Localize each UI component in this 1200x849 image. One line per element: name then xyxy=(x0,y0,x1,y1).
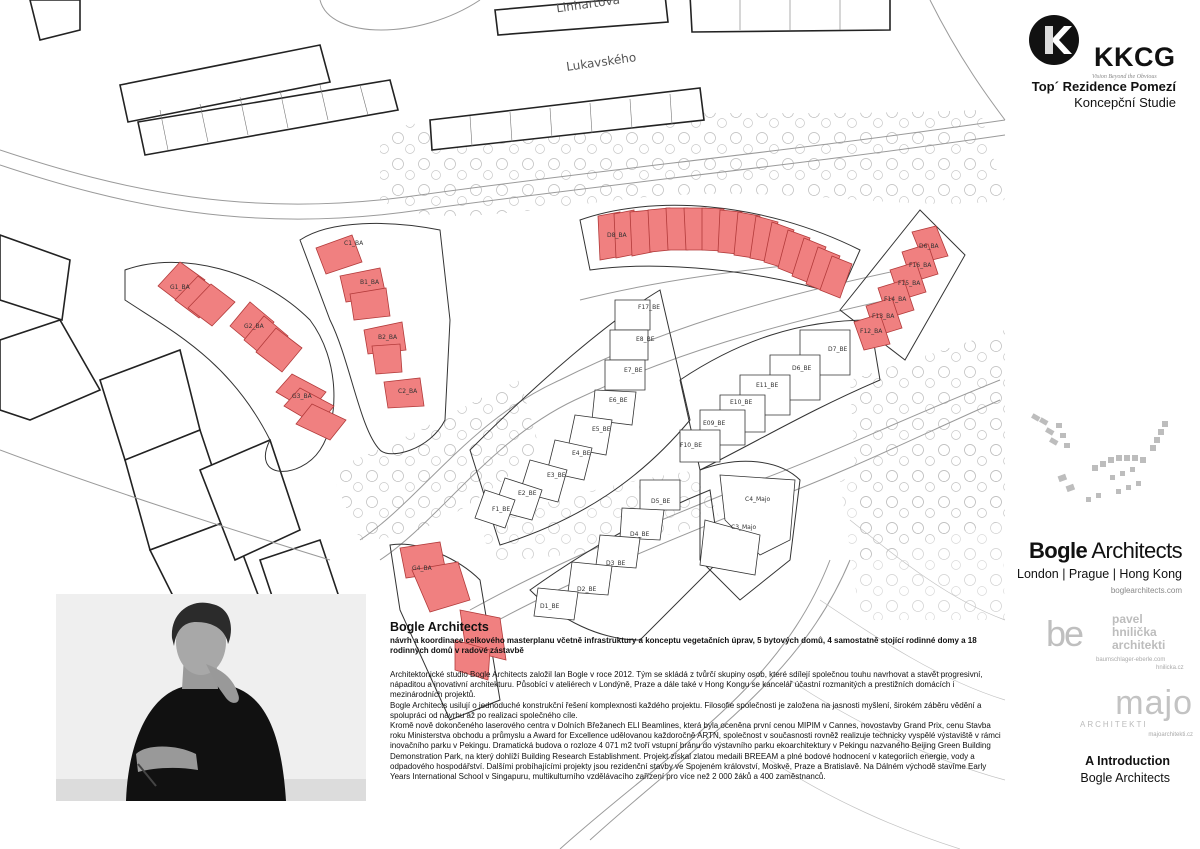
unit-label: E5_BE xyxy=(592,426,611,433)
proposed-units-white xyxy=(474,299,851,621)
scope-lead: návrh a koordinace celkového masterplanu… xyxy=(390,636,977,655)
unit-label: C3_Majo xyxy=(731,524,757,531)
kkcg-wordmark: KKCG xyxy=(1094,42,1176,72)
paragraph: Architektonické studio Bogle Architects … xyxy=(390,670,983,700)
unit-label: D8_BA xyxy=(607,232,627,239)
unit-label: E2_BE xyxy=(518,490,537,497)
unit-label: D6_BA xyxy=(919,243,939,250)
majo-website: majoarchitekti.cz xyxy=(1148,732,1193,738)
bogle-wordmark-rest: Architects xyxy=(1087,538,1182,563)
unit-label: C2_BA xyxy=(398,388,418,395)
unit-label: F17_BE xyxy=(638,304,660,311)
unit-label: E10_BE xyxy=(730,399,753,406)
majo-subtitle: ARCHITEKTI xyxy=(1080,720,1148,729)
unit-label: G4_BA xyxy=(412,565,432,572)
unit-label: D2_BE xyxy=(577,586,597,593)
section-heading: Bogle Architects xyxy=(390,620,489,634)
portrait-illustration xyxy=(56,594,366,801)
section-subtitle: Bogle Architects xyxy=(1080,771,1170,785)
unit-label: E11_BE xyxy=(756,382,779,389)
kkcg-logo: KKCG Vision Beyond the Obvious xyxy=(1028,14,1188,80)
unit-label: E8_BE xyxy=(636,336,655,343)
pavel-line: architekti xyxy=(1112,638,1166,652)
pavel-line: hnilička xyxy=(1112,625,1157,639)
pavel-hnilicka-wordmark: pavel hnilička architekti xyxy=(1112,613,1165,652)
project-title: Top´ Rezidence Pomezí xyxy=(1031,79,1176,94)
unit-label: D7_BE xyxy=(828,346,848,353)
unit-label: G1_BA xyxy=(170,284,190,291)
unit-label: C1_BA xyxy=(344,240,364,247)
unit-label: F15_BA xyxy=(898,280,921,287)
vegetation xyxy=(330,110,1005,620)
kkcg-emblem-icon xyxy=(1029,15,1079,65)
unit-label: F10_BE xyxy=(680,442,702,449)
paragraph: Kromě nově dokončeného laserového centra… xyxy=(390,721,1001,782)
paragraph: Bogle Architects usilují o jednoduché ko… xyxy=(390,700,982,720)
project-subtitle: Koncepční Studie xyxy=(1074,95,1176,110)
majo-logo: majo ARCHITEKTI majoarchitekti.cz xyxy=(1080,684,1195,744)
majo-wordmark: majo xyxy=(1115,684,1193,722)
unit-label: B2_BA xyxy=(378,334,398,341)
be-mark: be xyxy=(1046,613,1084,654)
unit-label: D5_BE xyxy=(651,498,671,505)
unit-label: F16_BA xyxy=(909,262,932,269)
unit-labels: G1_BA G2_BA G3_BA G4_BA C1_BA B1_BA B2_B… xyxy=(170,232,939,610)
unit-label: B1_BA xyxy=(360,279,380,286)
body-text: Architektonické studio Bogle Architects … xyxy=(390,670,1008,782)
bogle-wordmark: Bogle Architects xyxy=(1017,538,1183,564)
bogle-wordmark-bold: Bogle xyxy=(1028,538,1088,563)
kkcg-tagline: Vision Beyond the Obvious xyxy=(1092,74,1157,80)
unit-label: G2_BA xyxy=(244,323,264,330)
bogle-cities: London | Prague | Hong Kong xyxy=(1017,567,1182,581)
bogle-website: boglearchitects.com xyxy=(1110,586,1182,595)
pavel-line: pavel xyxy=(1112,612,1143,626)
introduction-text: Bogle Architects návrh a koordinace celk… xyxy=(390,620,1008,782)
proposed-units-highlighted xyxy=(157,207,949,681)
site-plan: Lukavského Linhartova G1_BA G2_BA G3_BA … xyxy=(0,0,1006,849)
title-sidebar: KKCG Vision Beyond the Obvious Top´ Rezi… xyxy=(1010,0,1200,849)
section-title: A Introduction xyxy=(1085,754,1170,768)
unit-label: E7_BE xyxy=(624,367,643,374)
unit-label: D1_BE xyxy=(540,603,560,610)
architect-portrait xyxy=(56,594,366,801)
unit-label: F14_BA xyxy=(884,296,907,303)
pavel-hnilicka-logo: be pavel hnilička architekti baumschlage… xyxy=(1046,613,1196,688)
unit-label: D4_BE xyxy=(630,531,650,538)
unit-label: E6_BE xyxy=(609,397,628,404)
unit-label: G3_BA xyxy=(292,393,312,400)
unit-label: E09_BE xyxy=(703,420,726,427)
pavel-website-2: hnilicka.cz xyxy=(1156,665,1184,671)
unit-label: E4_BE xyxy=(572,450,591,457)
unit-label: F12_BA xyxy=(860,328,883,335)
unit-label: C4_Majo xyxy=(745,496,771,503)
unit-label: D3_BE xyxy=(606,560,626,567)
key-plan-thumbnail xyxy=(1031,413,1168,502)
unit-label: F1_BE xyxy=(492,506,511,513)
plot-lines xyxy=(159,0,841,151)
contour-lines xyxy=(769,519,1006,849)
unit-label: F13_BA xyxy=(872,313,895,320)
unit-label: D6_BE xyxy=(792,365,812,372)
pavel-website-1: baumschlager-eberle.com xyxy=(1096,657,1166,663)
site-plan-drawing xyxy=(0,0,1006,849)
unit-label: E3_BE xyxy=(547,472,566,479)
bogle-architects-logo: Bogle Architects London | Prague | Hong … xyxy=(1017,538,1183,595)
